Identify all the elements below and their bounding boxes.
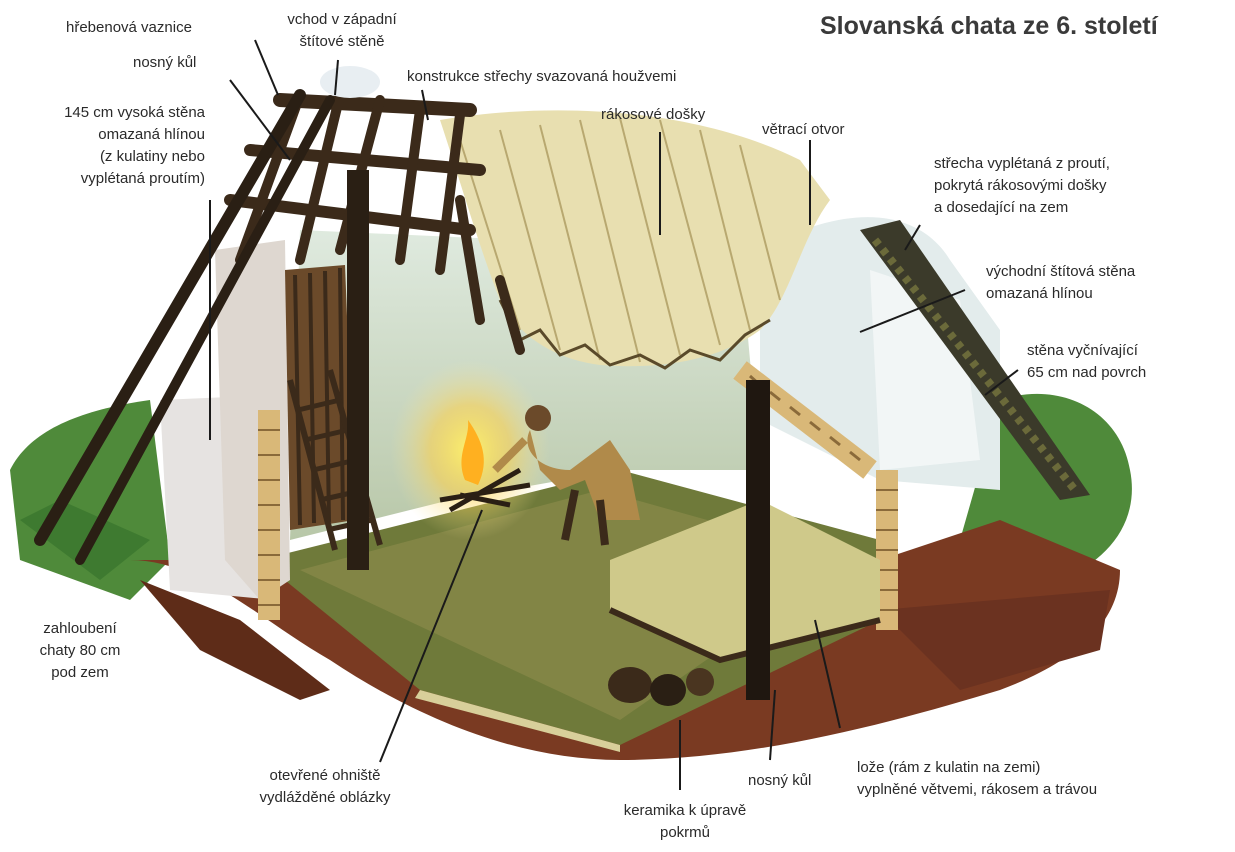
label-entrance: vchod v západní štítové stěně xyxy=(272,9,412,53)
label-roof: střecha vyplétaná z proutí, pokrytá ráko… xyxy=(934,153,1110,219)
label-hearth: otevřené ohniště vydlážděné oblázky xyxy=(245,765,405,809)
label-support-post-top: nosný kůl xyxy=(133,52,196,74)
wall-logs-left xyxy=(258,410,280,620)
label-east-gable: východní štítová stěna omazaná hlínou xyxy=(986,261,1135,305)
label-reed-shingles: rákosové došky xyxy=(601,104,705,126)
label-wall: 145 cm vysoká stěna omazaná hlínou (z ku… xyxy=(5,102,205,190)
label-wall-above: stěna vyčnívající 65 cm nad povrch xyxy=(1027,340,1146,384)
label-vent: větrací otvor xyxy=(762,119,845,141)
diagram-title: Slovanská chata ze 6. století xyxy=(820,12,1230,41)
support-post-right xyxy=(746,380,770,700)
label-ridge-purlin: hřebenová vaznice xyxy=(66,17,192,39)
label-ceramics: keramika k úpravě pokrmů xyxy=(610,800,760,844)
label-bed: lože (rám z kulatin na zemi) vyplněné vě… xyxy=(857,757,1097,801)
smoke xyxy=(320,66,380,98)
label-support-post-bottom: nosný kůl xyxy=(748,770,811,792)
label-sunk: zahloubení chaty 80 cm pod zem xyxy=(20,618,140,684)
label-roof-frame: konstrukce střechy svazovaná houžvemi xyxy=(407,66,676,88)
support-post-left xyxy=(347,170,369,570)
